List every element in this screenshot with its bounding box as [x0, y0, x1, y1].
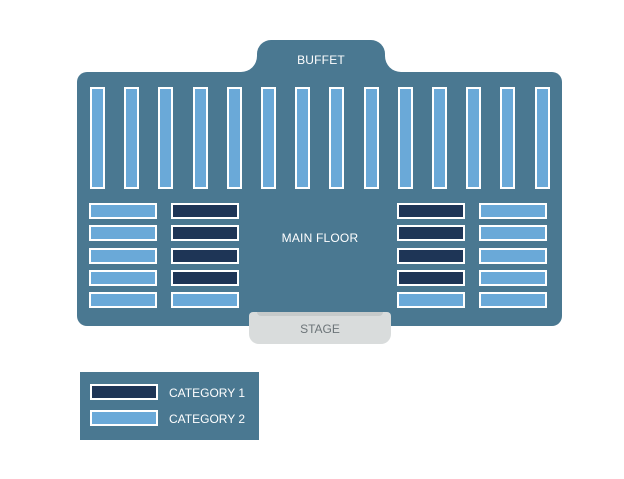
table-right-inner-5 [397, 292, 465, 308]
table-left-inner-4 [171, 270, 239, 286]
stage-edge [257, 312, 383, 316]
table-right-outer-1 [479, 203, 547, 219]
stage-area: STAGE [249, 312, 391, 344]
table-vertical-4 [193, 87, 208, 189]
table-vertical-3 [158, 87, 173, 189]
table-left-inner-3 [171, 248, 239, 264]
table-right-outer-2 [479, 225, 547, 241]
table-left-outer-4 [89, 270, 157, 286]
table-vertical-9 [364, 87, 379, 189]
table-vertical-8 [329, 87, 344, 189]
table-left-inner-2 [171, 225, 239, 241]
table-vertical-1 [90, 87, 105, 189]
main-floor-label: MAIN FLOOR [281, 231, 359, 245]
table-vertical-10 [398, 87, 413, 189]
legend-swatch-category-1 [90, 384, 158, 400]
legend: CATEGORY 1 CATEGORY 2 [80, 372, 259, 440]
legend-label-category-2: CATEGORY 2 [169, 412, 246, 426]
table-right-inner-1 [397, 203, 465, 219]
table-right-inner-3 [397, 248, 465, 264]
table-right-outer-4 [479, 270, 547, 286]
table-vertical-7 [295, 87, 310, 189]
table-vertical-13 [500, 87, 515, 189]
table-left-outer-5 [89, 292, 157, 308]
table-right-inner-4 [397, 270, 465, 286]
table-vertical-2 [124, 87, 139, 189]
legend-swatch-category-2 [90, 410, 158, 426]
table-left-outer-2 [89, 225, 157, 241]
table-vertical-5 [227, 87, 242, 189]
table-vertical-12 [466, 87, 481, 189]
legend-label-category-1: CATEGORY 1 [169, 386, 246, 400]
stage-label: STAGE [300, 322, 340, 336]
table-right-inner-2 [397, 225, 465, 241]
main-floor-area [77, 72, 562, 326]
table-left-inner-5 [171, 292, 239, 308]
buffet-label: BUFFET [297, 53, 345, 67]
table-vertical-11 [432, 87, 447, 189]
table-right-outer-5 [479, 292, 547, 308]
buffet-area [257, 40, 385, 90]
table-vertical-6 [261, 87, 276, 189]
table-vertical-14 [535, 87, 550, 189]
table-left-inner-1 [171, 203, 239, 219]
table-left-outer-3 [89, 248, 157, 264]
table-left-outer-1 [89, 203, 157, 219]
buffet-tab-curve-left [241, 56, 257, 72]
table-right-outer-3 [479, 248, 547, 264]
buffet-tab-curve-right [385, 56, 401, 72]
